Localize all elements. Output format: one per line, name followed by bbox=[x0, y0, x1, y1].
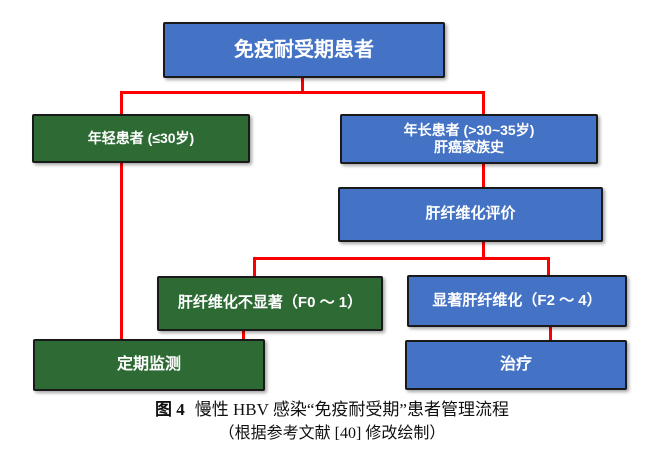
figure-caption-title: 图 4 慢性 HBV 感染“免疫耐受期”患者管理流程 bbox=[0, 398, 664, 423]
figure-caption: 图 4 慢性 HBV 感染“免疫耐受期”患者管理流程 （根据参考文献 [40] 修… bbox=[0, 398, 664, 445]
node-treatment: 治疗 bbox=[405, 340, 627, 390]
figure-number: 图 4 bbox=[155, 400, 185, 419]
connector-f01-in bbox=[253, 257, 256, 278]
node-label-line2: 肝癌家族史 bbox=[434, 139, 504, 155]
node-regular-monitoring: 定期监测 bbox=[33, 339, 265, 391]
node-older-patients: 年长患者 (>30~35岁) 肝癌家族史 bbox=[340, 114, 598, 164]
node-label: 显著肝纤维化（F2 ～ 4） bbox=[432, 291, 602, 309]
connector-mid-horizontal bbox=[253, 257, 550, 260]
node-label: 肝纤维化不显著（F0 ～ 1） bbox=[177, 294, 363, 312]
node-label: 治疗 bbox=[499, 356, 532, 373]
node-label-line1: 年长患者 (>30~35岁) bbox=[403, 121, 535, 138]
node-significant-fibrosis: 显著肝纤维化（F2 ～ 4） bbox=[407, 275, 627, 327]
connector-left-vertical bbox=[120, 91, 123, 341]
connector-f24-out bbox=[549, 325, 552, 342]
node-label: 定期监测 bbox=[116, 356, 181, 373]
node-label: 肝纤维化评价 bbox=[425, 205, 516, 223]
figure-title: 慢性 HBV 感染“免疫耐受期”患者管理流程 bbox=[194, 400, 509, 419]
node-immune-tolerant-patients: 免疫耐受期患者 bbox=[163, 22, 445, 78]
connector-f01-out bbox=[242, 329, 245, 342]
connector-root-stub bbox=[301, 77, 304, 94]
node-label: 年轻患者 (≤30岁) bbox=[87, 129, 195, 146]
node-young-patients: 年轻患者 (≤30岁) bbox=[32, 114, 250, 163]
node-label: 免疫耐受期患者 bbox=[234, 38, 374, 61]
figure-source-note: （根据参考文献 [40] 修改绘制） bbox=[218, 424, 446, 442]
connector-top-horizontal bbox=[120, 91, 485, 94]
node-fibrosis-not-significant: 肝纤维化不显著（F0 ～ 1） bbox=[157, 276, 383, 331]
connector-f24-in bbox=[547, 257, 550, 278]
connector-right-vertical bbox=[482, 91, 485, 260]
node-fibrosis-evaluation: 肝纤维化评价 bbox=[338, 187, 603, 242]
